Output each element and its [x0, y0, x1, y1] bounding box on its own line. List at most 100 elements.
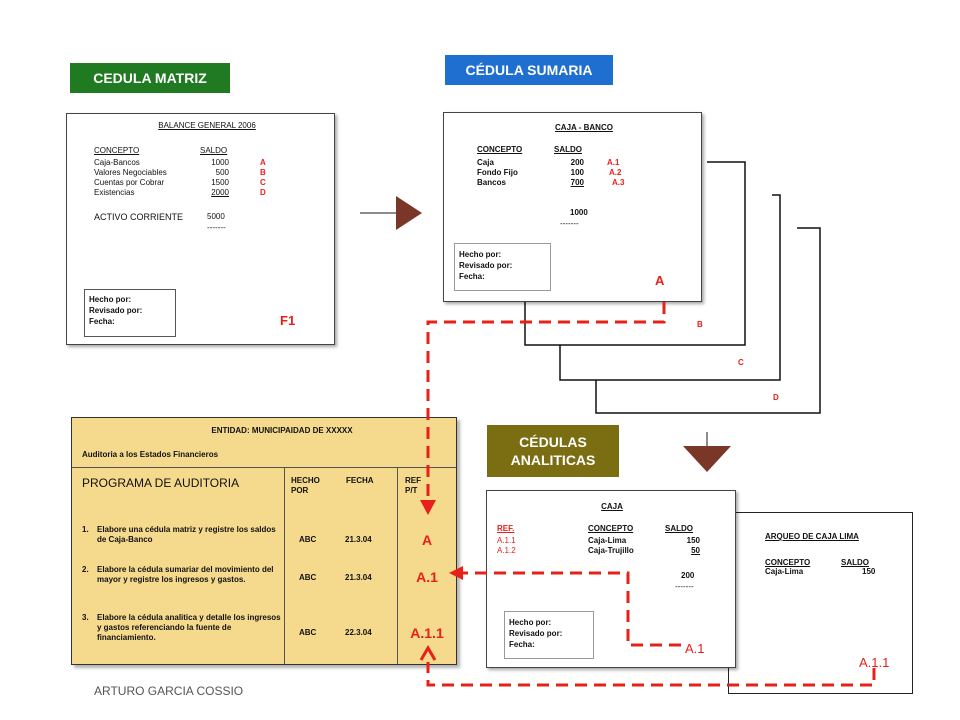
item-text: Elabore una cédula matriz y registre los… [97, 525, 276, 544]
hecho-por-label: Hecho por: [89, 295, 132, 304]
cedula-sumaria-title: CÉDULA SUMARIA [445, 55, 613, 85]
matriz-ref-f1: F1 [280, 313, 296, 328]
col-hecho-por: HECHO POR [291, 476, 320, 495]
hecho-por-label: Hecho por: [459, 250, 502, 259]
matriz-row-concepto: Valores Negociables [94, 168, 167, 177]
programa-header-rule [72, 467, 456, 468]
col-divider [397, 468, 398, 664]
analitica-col-saldo: SALDO [665, 524, 693, 533]
fecha-label: Fecha: [509, 640, 535, 649]
arqueo-ref: A.1.1 [859, 655, 890, 670]
analitica-signature-box: Hecho por: Revisado por: Fecha: [504, 611, 594, 659]
analitica-title: CAJA [601, 502, 623, 511]
sumaria-col-saldo: SALDO [554, 145, 582, 154]
sumaria-row-concepto: Bancos [477, 178, 506, 187]
programa-entidad: ENTIDAD: MUNICIPAIDAD DE XXXXX [211, 426, 353, 435]
analitica-row-concepto: Caja-Lima [588, 536, 627, 545]
sumaria-row-ref: A.1 [607, 158, 620, 167]
sumaria-row-saldo: 700 [570, 178, 584, 187]
col-fecha: FECHA [346, 476, 374, 485]
revisado-por-label: Revisado por: [89, 306, 143, 315]
analitica-row-ref: A.1.1 [497, 536, 516, 545]
sumaria-col-concepto: CONCEPTO [477, 145, 523, 154]
sumaria-row-concepto: Caja [477, 158, 494, 167]
analitica-ref-a1: A.1 [685, 641, 705, 656]
arqueo-row-concepto: Caja-Lima [765, 567, 804, 576]
col-programa: PROGRAMA DE AUDITORIA [82, 476, 240, 490]
analitica-col-ref: REF. [497, 524, 515, 533]
matriz-total-value: 5000 [207, 212, 225, 221]
stack-ref-b: B [697, 320, 703, 329]
sumaria-total-dashes: ------- [560, 219, 579, 228]
analitica-row-ref: A.1.2 [497, 546, 516, 555]
revisado-por-label: Revisado por: [459, 261, 513, 270]
matriz-row-saldo: 500 [215, 168, 229, 177]
matriz-row-ref: B [260, 168, 266, 177]
sumaria-total: 1000 [570, 208, 588, 217]
arqueo-col-saldo: SALDO [841, 558, 869, 567]
matriz-row-concepto: Caja-Bancos [94, 158, 140, 167]
revisado-por-label: Revisado por: [509, 629, 563, 638]
sumaria-row-concepto: Fondo Fijo [477, 168, 518, 177]
item-fecha: 21.3.04 [345, 535, 372, 544]
col-divider [284, 468, 285, 664]
analitica-total-dashes: ------- [675, 582, 694, 591]
analitica-total: 200 [681, 571, 695, 580]
matriz-col-concepto: CONCEPTO [94, 146, 140, 155]
sumaria-row-ref: A.2 [609, 168, 622, 177]
item-num: 3. [82, 613, 89, 622]
item-fecha: 21.3.04 [345, 573, 372, 582]
item-hecho: ABC [299, 535, 317, 544]
analitica-row-saldo: 50 [691, 546, 700, 555]
item-fecha: 22.3.04 [345, 628, 372, 637]
matriz-row-ref: A [260, 158, 266, 167]
item-num: 2. [82, 565, 89, 574]
hecho-por-label: Hecho por: [509, 618, 552, 627]
author-credit: ARTURO GARCIA COSSIO [94, 684, 244, 698]
arqueo-title: ARQUEO DE CAJA LIMA [765, 532, 859, 541]
sumaria-signature-box: Hecho por: Revisado por: Fecha: [454, 243, 551, 291]
matriz-row-concepto: Existencias [94, 188, 135, 197]
analitica-row-saldo: 150 [686, 536, 700, 545]
item-text: Elabore la cédula analitica y detalle lo… [97, 613, 281, 642]
stack-ref-d: D [773, 393, 779, 402]
cedula-matriz-card: BALANCE GENERAL 2006 CONCEPTO SALDO Caja… [66, 113, 335, 345]
matriz-row-ref: D [260, 188, 266, 197]
programa-auditoria-title: Auditoria a los Estados Financieros [82, 450, 219, 459]
down-arrow-head [683, 446, 731, 472]
fecha-label: Fecha: [459, 272, 485, 281]
item-hecho: ABC [299, 628, 317, 637]
stack-ref-c: C [738, 358, 744, 367]
matriz-col-saldo: SALDO [200, 146, 228, 155]
item-ref: A [421, 532, 433, 548]
matriz-total-label: ACTIVO CORRIENTE [94, 212, 184, 222]
sumaria-row-ref: A.3 [612, 178, 625, 187]
cedula-analitica-card: CAJA REF. CONCEPTO SALDO A.1.1 Caja-Lima… [486, 490, 736, 668]
item-text: Elabore la cédula sumariar del movimient… [97, 565, 274, 584]
arrow-head [396, 196, 422, 230]
matriz-signature-box: Hecho por: Revisado por: Fecha: [84, 289, 176, 337]
item-hecho: ABC [299, 573, 317, 582]
sumaria-row-saldo: 100 [570, 168, 584, 177]
sumaria-ref-a: A [655, 273, 665, 288]
item-num: 1. [82, 525, 89, 534]
item-ref: A.1 [416, 569, 438, 585]
cedula-matriz-title: CEDULA MATRIZ [70, 63, 230, 93]
analitica-row-concepto: Caja-Trujillo [588, 546, 634, 555]
col-ref-pt: REF P/T [405, 476, 421, 495]
matriz-row-saldo: 1000 [211, 158, 229, 167]
matriz-row-concepto: Cuentas por Cobrar [94, 178, 165, 187]
fecha-label: Fecha: [89, 317, 115, 326]
arqueo-row-saldo: 150 [862, 567, 876, 576]
item-ref: A.1.1 [410, 625, 444, 641]
programa-auditoria-panel: ENTIDAD: MUNICIPAIDAD DE XXXXX Auditoria… [71, 417, 457, 665]
matriz-row-ref: C [260, 178, 266, 187]
matriz-row-saldo: 1500 [211, 178, 229, 187]
cedula-sumaria-card: CAJA - BANCO CONCEPTO SALDO Caja 200 A.1… [443, 112, 702, 302]
arqueo-col-concepto: CONCEPTO [765, 558, 811, 567]
arqueo-card: ARQUEO DE CAJA LIMA CONCEPTO SALDO Caja-… [728, 512, 913, 694]
matriz-total-dashes: ------- [207, 223, 226, 232]
sumaria-row-saldo: 200 [570, 158, 584, 167]
sumaria-title: CAJA - BANCO [555, 123, 613, 132]
matriz-title: BALANCE GENERAL 2006 [158, 121, 256, 130]
